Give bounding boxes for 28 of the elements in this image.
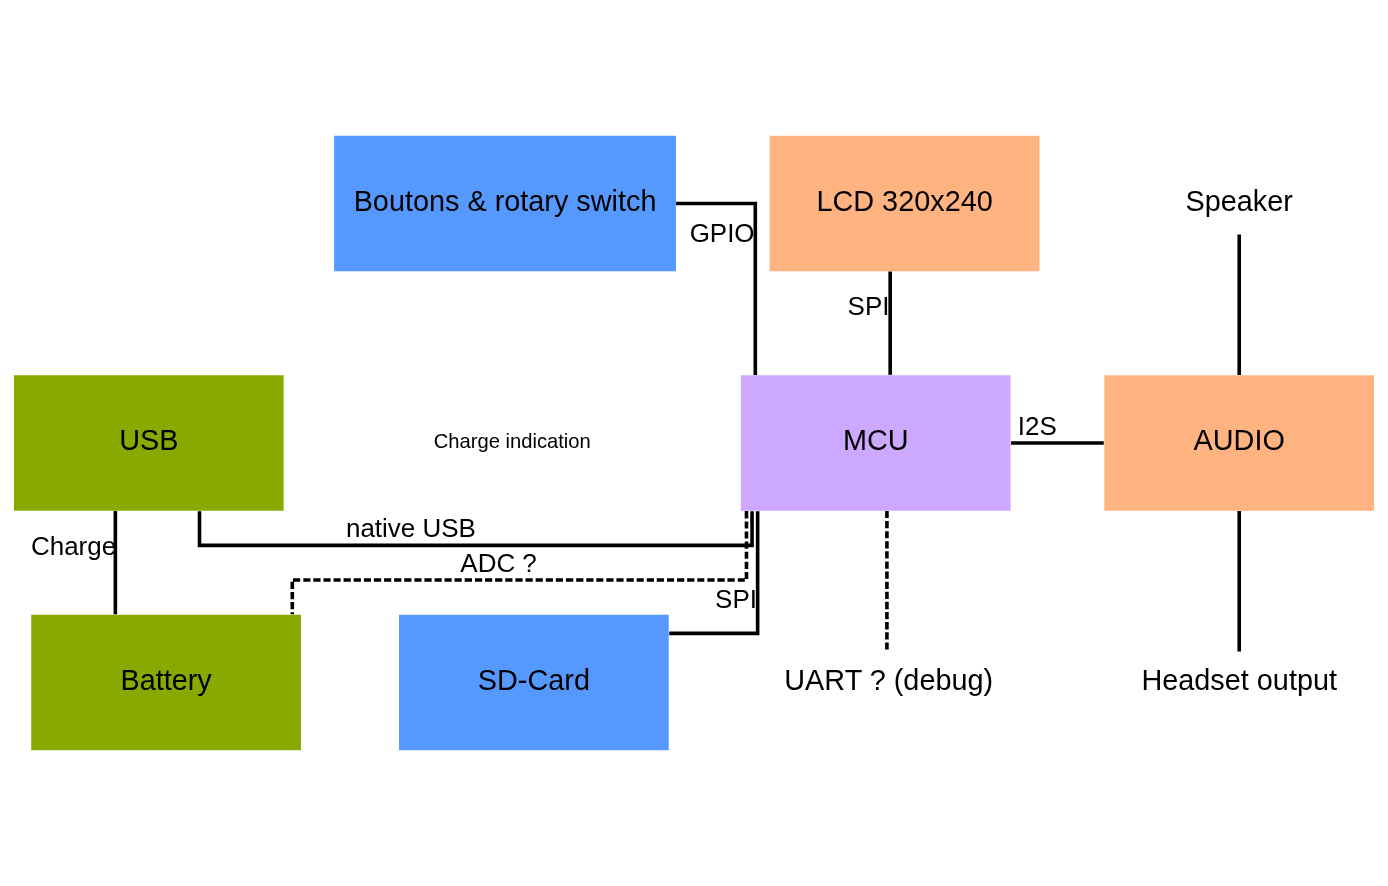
- label: Charge indication: [433, 430, 591, 453]
- node-box: MCU: [740, 375, 1011, 511]
- connector: [669, 511, 760, 636]
- connector: [1237, 234, 1242, 376]
- node-box: SD-Card: [399, 614, 669, 751]
- edge-label: Charge: [30, 530, 117, 561]
- edge-label: native USB: [345, 513, 476, 544]
- connector: [1237, 510, 1242, 652]
- edge-label: GPIO: [689, 217, 755, 248]
- connector: [113, 510, 118, 615]
- node-box: LCD 320x240: [769, 135, 1040, 272]
- node-box: AUDIO: [1104, 375, 1375, 511]
- node-box: Battery: [31, 614, 301, 751]
- edge-label: SPI: [847, 291, 890, 322]
- connector: [1011, 441, 1104, 445]
- node-box: Boutons & rotary switch: [334, 135, 676, 272]
- node-text: Speaker: [1185, 184, 1293, 217]
- connector: [676, 201, 758, 376]
- edge-label: ADC ?: [460, 547, 537, 578]
- connector: [885, 510, 889, 652]
- node-box: USB: [13, 375, 284, 511]
- node-text: Headset output: [1141, 663, 1337, 696]
- connector: [888, 271, 892, 375]
- connector: [197, 511, 754, 548]
- connector: [290, 511, 749, 615]
- node-text: UART ? (debug): [784, 663, 994, 696]
- edge-label: I2S: [1017, 410, 1057, 441]
- edge-label: SPI: [715, 584, 757, 615]
